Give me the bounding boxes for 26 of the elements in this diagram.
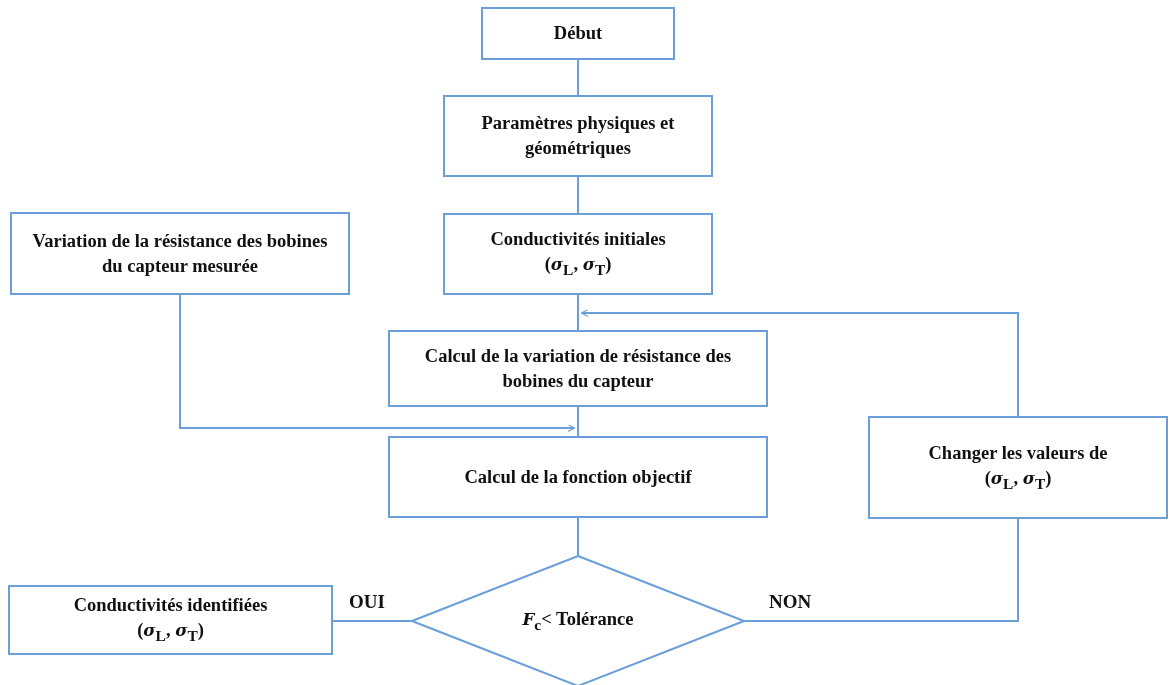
node-text: Variation de la résistance des bobines du capteur mesurée — [31, 229, 329, 278]
connector-line — [577, 176, 579, 214]
node-text: Paramètres physiques et géométriques — [480, 112, 676, 160]
process-box — [388, 436, 768, 518]
arrow — [580, 308, 1019, 417]
connector-line — [744, 518, 1019, 622]
process-box — [481, 7, 675, 60]
arrow — [179, 294, 576, 433]
process-box — [443, 213, 713, 295]
connector-line — [577, 294, 579, 331]
process-box — [868, 416, 1168, 519]
node-text: Changer les valeurs de — [927, 441, 1109, 465]
connector-line — [577, 59, 579, 96]
node-text: Début — [552, 22, 604, 45]
node-text: Calcul de la fonction objectif — [463, 465, 693, 489]
node-text: Conductivités initiales — [489, 228, 667, 252]
node-text: Conductivités identifiées — [72, 594, 269, 618]
connector-line — [577, 517, 579, 556]
connector-line — [332, 620, 412, 622]
process-box — [10, 212, 350, 295]
process-box — [8, 585, 333, 655]
process-box — [443, 95, 713, 177]
decision-diamond — [411, 555, 745, 685]
connector-line — [577, 406, 579, 437]
node-text: Calcul de la variation de résistance des bobines du capteur — [423, 344, 733, 393]
process-box — [388, 330, 768, 407]
